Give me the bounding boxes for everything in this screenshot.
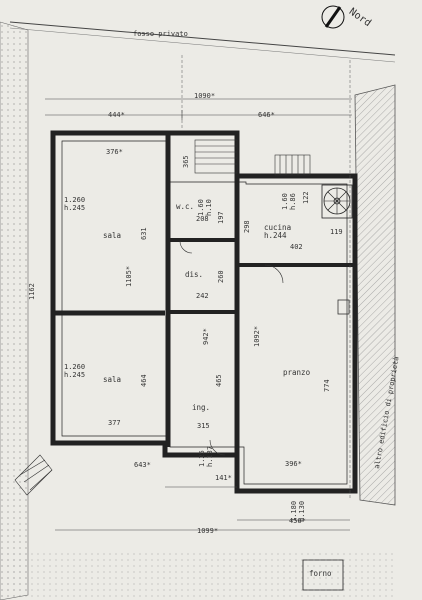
dim-right-width: 646* <box>258 111 275 119</box>
dim-ing-width: 315 <box>197 422 210 430</box>
dim-total-width: 1090* <box>194 92 216 100</box>
dim-pranzo-bottom: 456* <box>289 517 306 525</box>
dim-pranzo-width: 396* <box>285 460 302 468</box>
upper-boundary-line <box>9 21 396 56</box>
dim-cucina-height: 1.60 h.86 <box>281 193 297 210</box>
stairs-top <box>194 139 311 176</box>
dim-window-sala1: 1.260 h.245 <box>64 196 86 212</box>
room-sala1: sala <box>103 231 122 240</box>
dim-stair-width: 119 <box>330 228 343 236</box>
dim-window-sala2: 1.260 h.245 <box>64 363 86 379</box>
interior-walls <box>53 133 355 455</box>
room-dis: dis. <box>185 270 204 279</box>
dim-sala-height-total: 1105* <box>125 265 133 287</box>
dim-pranzo-height: 1092* <box>253 325 261 347</box>
dim-dis-width: 242 <box>196 292 209 300</box>
room-pranzo: pranzo <box>283 368 311 377</box>
chimney-block <box>337 299 350 315</box>
dim-wc-width: 208 <box>196 215 209 223</box>
left-boundary-strip <box>0 21 29 600</box>
dim-bottom-total: 1099* <box>197 527 219 535</box>
dim-cucina-depth: 298 <box>243 220 251 233</box>
room-cucina: cucina h.244 <box>264 223 292 240</box>
dim-wc-depth: 197 <box>217 211 225 224</box>
dim-sala1-width: 376* <box>106 148 123 156</box>
dim-bottom-small: 643* <box>134 461 151 469</box>
room-forno: forno <box>309 569 332 578</box>
right-boundary-strip <box>354 84 396 506</box>
door-swings <box>179 240 284 456</box>
dim-cucina-width: 402 <box>290 243 303 251</box>
dim-step: 1.25 h.137 <box>198 445 214 467</box>
dim-left-width: 444* <box>108 111 125 119</box>
dim-sala2-depth: 464 <box>140 374 148 387</box>
dim-dis-depth: 260 <box>217 270 225 283</box>
dim-sala2-width: 377 <box>108 419 121 427</box>
dim-cucina-small: 122 <box>302 191 310 204</box>
room-ing: ing. <box>192 403 211 412</box>
dim-bottom-141: 141* <box>215 474 232 482</box>
entrance-steps <box>14 454 53 496</box>
dim-sala1-depth: 631 <box>140 227 148 240</box>
top-label: fosso privato <box>133 30 188 38</box>
room-sala2: sala <box>103 375 122 384</box>
north-arrow-icon <box>321 5 345 29</box>
dim-wc-height: 1.60 h.10 <box>197 199 213 216</box>
dim-hall: 942* <box>202 328 210 345</box>
room-wc: w.c. <box>176 202 195 211</box>
dim-pranzo-depth: 774 <box>323 379 331 392</box>
dim-ing-depth: 465 <box>215 374 223 387</box>
dim-height-total: 1162 <box>28 283 36 300</box>
dim-small-365: 365 <box>182 155 190 168</box>
spiral-stair <box>321 184 353 219</box>
